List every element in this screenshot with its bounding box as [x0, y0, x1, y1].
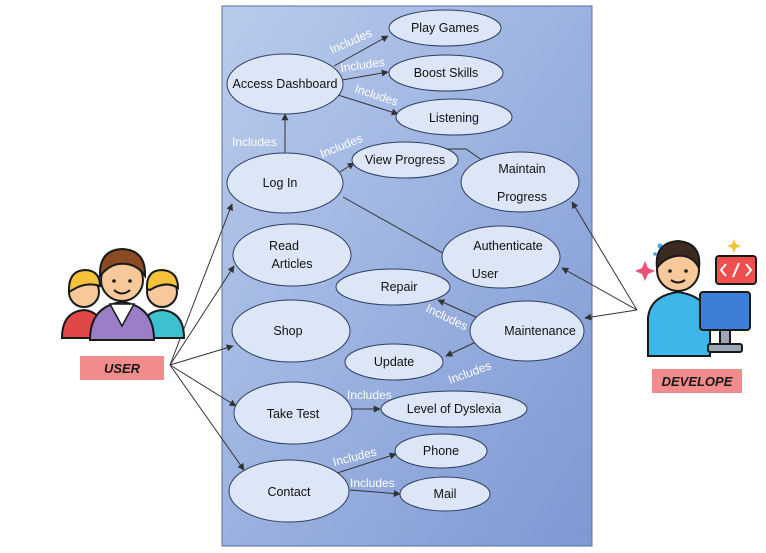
developer-icon	[635, 239, 757, 357]
repair-label: Repair	[381, 280, 418, 294]
developer-label: DEVELOPE	[662, 374, 733, 389]
includes-label-mail: Includes	[350, 476, 395, 490]
read-articles-label-1: Read	[269, 239, 299, 253]
use-case-listening: Listening	[395, 98, 513, 136]
developer-label-box	[652, 369, 742, 393]
maintain-progress-label-2: Progress	[497, 190, 547, 204]
code-icon	[719, 262, 753, 278]
use-case-authenticate-user: Authenticate User	[441, 225, 561, 289]
use-case-read-articles: Read Articles	[232, 223, 352, 287]
use-case-shop: Shop	[231, 299, 351, 363]
use-case-log-in: Log In	[226, 152, 344, 214]
user-label: USER	[104, 361, 141, 376]
use-case-access-dashboard: Access Dashboard	[226, 53, 344, 115]
mail-label: Mail	[434, 487, 457, 501]
user-label-box	[80, 356, 164, 380]
boost-skills-label: Boost Skills	[414, 66, 479, 80]
listening-label: Listening	[429, 111, 479, 125]
maintenance-label: Maintenance	[504, 324, 576, 338]
use-case-phone: Phone	[394, 433, 488, 469]
update-label: Update	[374, 355, 414, 369]
contact-label: Contact	[267, 485, 311, 499]
take-test-label: Take Test	[267, 407, 320, 421]
sparkle-icon	[635, 261, 655, 281]
log-in-label: Log In	[263, 176, 298, 190]
phone-label: Phone	[423, 444, 459, 458]
use-case-level-of-dyslexia: Level of Dyslexia	[380, 390, 528, 428]
user-group-icon	[60, 247, 186, 341]
level-of-dyslexia-label: Level of Dyslexia	[407, 402, 502, 416]
play-games-label: Play Games	[411, 21, 479, 35]
use-case-mail: Mail	[399, 476, 491, 512]
use-case-boost-skills: Boost Skills	[388, 54, 504, 92]
user-actor: USER	[60, 247, 186, 380]
includes-label-level-of-dyslexia: Includes	[347, 388, 392, 402]
use-case-view-progress: View Progress	[351, 141, 459, 179]
maintain-progress-label-1: Maintain	[498, 162, 545, 176]
read-articles-label-2: Articles	[272, 257, 313, 271]
use-case-play-games: Play Games	[388, 9, 502, 47]
authenticate-user-label-1: Authenticate	[473, 239, 543, 253]
access-dashboard-label: Access Dashboard	[233, 77, 338, 91]
developer-actor: DEVELOPE	[635, 239, 757, 393]
use-case-maintain-progress: Maintain Progress	[460, 151, 580, 213]
view-progress-label: View Progress	[365, 153, 445, 167]
monitor-icon	[699, 291, 751, 331]
use-case-contact: Contact	[228, 459, 350, 523]
use-case-take-test: Take Test	[233, 381, 353, 445]
use-case-maintenance: Maintenance	[469, 300, 585, 362]
includes-label-boost-skills: Includes	[339, 55, 385, 75]
shop-label: Shop	[273, 324, 302, 338]
authenticate-user-label-2: User	[472, 267, 498, 281]
use-case-update: Update	[344, 343, 444, 381]
sparkle-icon-2	[727, 239, 741, 253]
includes-label-access-dashboard: Includes	[232, 135, 277, 149]
use-case-repair: Repair	[335, 268, 451, 306]
